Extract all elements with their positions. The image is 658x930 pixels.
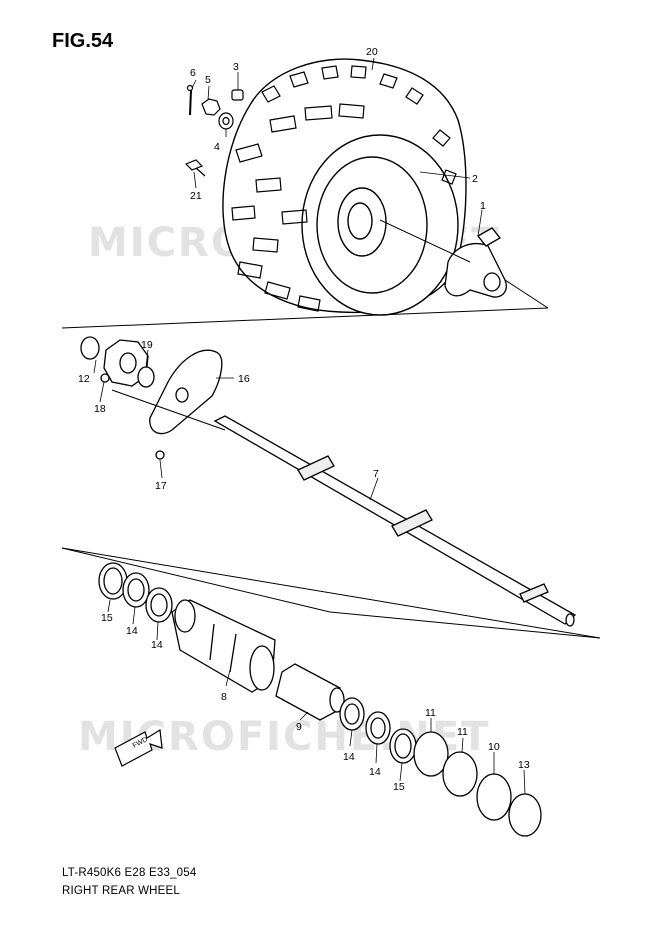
- leader-lines-bottom: [61, 547, 601, 639]
- callout-11a: 11: [425, 707, 436, 719]
- tire: [222, 58, 467, 316]
- callout-18: 18: [94, 403, 106, 415]
- callout-14d: 14: [369, 766, 381, 778]
- callout-6: 6: [190, 67, 196, 79]
- callout-10: 10: [488, 741, 500, 753]
- callout-16: 16: [238, 373, 250, 385]
- callout-3: 3: [233, 61, 239, 73]
- callouts: 20 6 5 3 4 2 21 1 19 12 16 18 17 7 15 14…: [78, 46, 530, 793]
- callout-11b: 11: [457, 726, 468, 738]
- axle-hub-group: [80, 336, 223, 460]
- callout-14b: 14: [151, 639, 163, 651]
- callout-21: 21: [190, 190, 202, 202]
- figure-name: RIGHT REAR WHEEL: [62, 885, 181, 897]
- callout-leaders: [93, 57, 526, 795]
- callout-8: 8: [221, 691, 227, 703]
- callout-12: 12: [78, 373, 90, 385]
- callout-2: 2: [472, 173, 478, 185]
- callout-15: 15: [101, 612, 113, 624]
- callout-14a: 14: [126, 625, 138, 637]
- callout-5: 5: [205, 74, 211, 86]
- callout-9: 9: [296, 721, 302, 733]
- leader-lines-mid: [111, 389, 226, 431]
- callout-15b: 15: [393, 781, 405, 793]
- callout-1: 1: [480, 200, 486, 212]
- wheel-fasteners: [184, 84, 244, 177]
- axle-shaft: [213, 415, 577, 627]
- bearing-stack: [98, 562, 542, 837]
- callout-14c: 14: [343, 751, 355, 763]
- callout-19: 19: [141, 339, 153, 351]
- callout-17: 17: [155, 480, 167, 492]
- callout-7: 7: [373, 468, 379, 480]
- figure-title: FIG.54: [52, 30, 114, 52]
- fwd-arrow-icon: FWD: [114, 728, 163, 767]
- figure-code: LT-R450K6 E28 E33_054: [62, 867, 197, 879]
- callout-20: 20: [366, 46, 378, 58]
- leader-lines-top: [61, 219, 549, 329]
- callout-4: 4: [214, 141, 220, 153]
- callout-13: 13: [518, 759, 530, 771]
